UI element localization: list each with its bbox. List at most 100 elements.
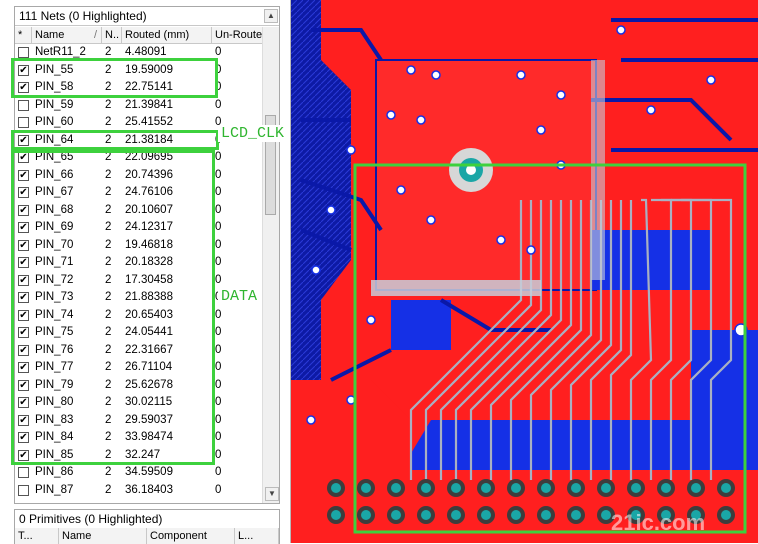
net-visibility-checkbox[interactable]: ✔ — [18, 327, 29, 338]
prim-col-type[interactable]: T... — [15, 528, 59, 544]
net-visibility-checkbox[interactable]: ✔ — [18, 64, 29, 76]
scrollbar-thumb[interactable] — [265, 115, 276, 215]
net-visibility-checkbox[interactable]: ✔ — [18, 222, 29, 233]
net-visibility-checkbox[interactable]: ✔ — [18, 169, 29, 181]
pcb-layout-view[interactable]: 21ic.com — [291, 0, 758, 543]
lcd-clk-highlight-box — [11, 130, 219, 150]
net-name: PIN_76 — [35, 343, 74, 356]
net-unrouted: 0 — [215, 256, 222, 268]
net-unrouted: 0 — [215, 46, 222, 58]
net-visibility-checkbox[interactable] — [18, 467, 29, 478]
net-visibility-checkbox[interactable]: ✔ — [18, 187, 29, 198]
col-header-unrouted[interactable]: Un-Route... — [212, 27, 263, 43]
net-visibility-checkbox[interactable]: ✔ — [18, 414, 29, 426]
net-visibility-checkbox[interactable]: ✔ — [18, 134, 29, 146]
net-panel-title: 111 Nets (0 Highlighted) — [15, 7, 279, 26]
net-node-count: 2 — [105, 221, 112, 233]
net-node-count: 2 — [105, 116, 112, 128]
net-name: PIN_67 — [35, 186, 74, 198]
panel-scroll-up-icon[interactable]: ▲ — [264, 9, 278, 23]
net-visibility-checkbox[interactable]: ✔ — [18, 204, 29, 216]
net-visibility-checkbox[interactable]: ✔ — [18, 362, 29, 373]
net-visibility-checkbox[interactable]: ✔ — [18, 309, 29, 321]
net-unrouted: 0 — [215, 186, 222, 198]
net-name: PIN_74 — [35, 308, 74, 321]
net-visibility-checkbox[interactable] — [18, 117, 29, 128]
col-header-name[interactable]: Name/ — [32, 27, 102, 43]
net-visibility-checkbox[interactable]: ✔ — [18, 432, 29, 443]
net-visibility-checkbox[interactable]: ✔ — [18, 344, 29, 356]
net-unrouted: 0 — [215, 378, 222, 391]
watermark-text: 21ic.com — [611, 510, 705, 535]
net-visibility-checkbox[interactable] — [18, 99, 29, 111]
net-routed-length: 22.75141 — [125, 81, 173, 93]
net-node-count: 2 — [105, 256, 112, 268]
net-routed-length: 24.76106 — [125, 186, 173, 198]
net-node-count: 2 — [105, 326, 112, 338]
net-node-count: 2 — [105, 98, 112, 111]
net-visibility-checkbox[interactable]: ✔ — [18, 82, 29, 93]
net-routed-length: 21.88388 — [125, 291, 173, 303]
col-header-nodes[interactable]: N.. — [102, 27, 122, 43]
prim-col-name[interactable]: Name — [59, 528, 147, 544]
col-header-star[interactable]: * — [15, 27, 32, 43]
net-unrouted: 0 — [215, 116, 222, 128]
net-routed-length: 32.247 — [125, 448, 161, 461]
net-node-count: 2 — [105, 291, 112, 303]
net-routed-length: 24.05441 — [125, 326, 173, 338]
net-routed-length: 22.31667 — [125, 343, 173, 356]
net-visibility-checkbox[interactable]: ✔ — [18, 257, 29, 268]
net-visibility-checkbox[interactable]: ✔ — [18, 397, 29, 408]
prim-col-component[interactable]: Component — [147, 528, 235, 544]
col-header-routed[interactable]: Routed (mm) — [122, 27, 212, 43]
net-node-count: 2 — [105, 483, 112, 496]
net-visibility-checkbox[interactable]: ✔ — [18, 292, 29, 303]
net-visibility-checkbox[interactable] — [18, 484, 29, 496]
net-node-count: 2 — [105, 378, 112, 391]
net-routed-length: 20.10607 — [125, 203, 173, 216]
left-panel: 111 Nets (0 Highlighted) ▲ * Name/ N.. R… — [0, 0, 291, 544]
net-visibility-checkbox[interactable]: ✔ — [18, 239, 29, 251]
net-visibility-checkbox[interactable]: ✔ — [18, 379, 29, 391]
col-header-name-label: Name — [35, 29, 65, 41]
net-routed-length: 19.59009 — [125, 63, 173, 76]
net-unrouted: 0 — [215, 326, 222, 338]
net-visibility-checkbox[interactable]: ✔ — [18, 274, 29, 286]
prim-col-layer[interactable]: L... — [235, 528, 279, 544]
net-visibility-checkbox[interactable] — [18, 47, 29, 58]
net-name: PIN_64 — [35, 133, 74, 146]
net-routed-length: 4.48091 — [125, 46, 167, 58]
net-list-scrollbar[interactable]: ▼ — [262, 27, 279, 503]
net-name: PIN_71 — [35, 256, 74, 268]
connector-pads — [327, 479, 735, 524]
scroll-down-icon[interactable]: ▼ — [265, 487, 279, 501]
net-name: PIN_65 — [35, 151, 74, 163]
net-visibility-checkbox[interactable]: ✔ — [18, 449, 29, 461]
net-name: PIN_87 — [35, 483, 74, 496]
